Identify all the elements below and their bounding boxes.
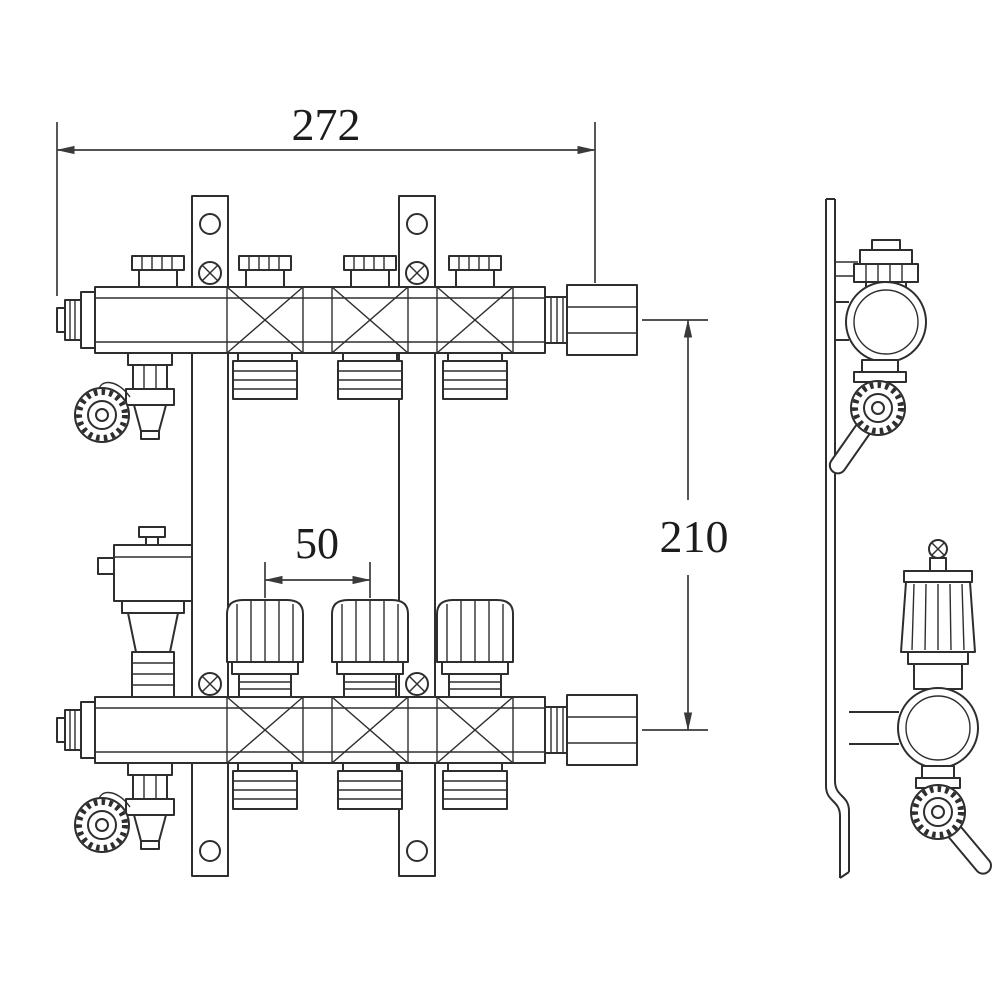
thermostatic-knob bbox=[331, 599, 409, 698]
end-cap bbox=[56, 291, 96, 349]
screw-icon bbox=[198, 672, 222, 696]
manifold-body bbox=[94, 286, 546, 354]
screw-icon bbox=[405, 672, 429, 696]
port-connector bbox=[442, 762, 508, 810]
union-nut bbox=[544, 284, 638, 356]
front-view bbox=[56, 195, 638, 877]
port-connector bbox=[337, 762, 403, 810]
side-bottom-manifold-end bbox=[849, 539, 992, 875]
drain-lever bbox=[828, 381, 905, 475]
union-nut bbox=[544, 694, 638, 766]
side-view bbox=[825, 198, 992, 879]
port-connector bbox=[442, 352, 508, 400]
dimension-spacing-label: 50 bbox=[295, 519, 339, 568]
port-connector bbox=[337, 352, 403, 400]
port-connector bbox=[232, 762, 298, 810]
bracket-hole bbox=[406, 213, 428, 235]
screw-icon bbox=[198, 261, 222, 285]
drain-valve bbox=[75, 763, 174, 852]
drain-valve bbox=[75, 353, 174, 442]
side-top-manifold-end bbox=[828, 239, 927, 475]
thermostatic-knob bbox=[436, 599, 514, 698]
top-manifold bbox=[56, 255, 638, 442]
bracket-hole bbox=[199, 840, 221, 862]
bracket-hole bbox=[406, 840, 428, 862]
valve-cap bbox=[131, 255, 185, 288]
side-bracket bbox=[825, 198, 850, 879]
bottom-manifold bbox=[56, 526, 638, 852]
valve-cap bbox=[343, 255, 397, 288]
drain-lever bbox=[911, 785, 992, 875]
valve-cap bbox=[238, 255, 292, 288]
dimension-width-label: 272 bbox=[292, 99, 361, 150]
dimension-port-spacing: 50 bbox=[264, 519, 371, 598]
thermostatic-knob bbox=[226, 599, 304, 698]
bracket-hole bbox=[199, 213, 221, 235]
screw-icon bbox=[405, 261, 429, 285]
port-connector bbox=[232, 352, 298, 400]
dimension-center-distance: 210 bbox=[642, 319, 729, 731]
valve-cap bbox=[448, 255, 502, 288]
dimension-overall-width: 272 bbox=[56, 99, 596, 296]
manifold-body bbox=[94, 696, 546, 764]
air-vent-assembly bbox=[97, 526, 193, 698]
dimension-height-label: 210 bbox=[660, 511, 729, 562]
end-cap bbox=[56, 701, 96, 759]
